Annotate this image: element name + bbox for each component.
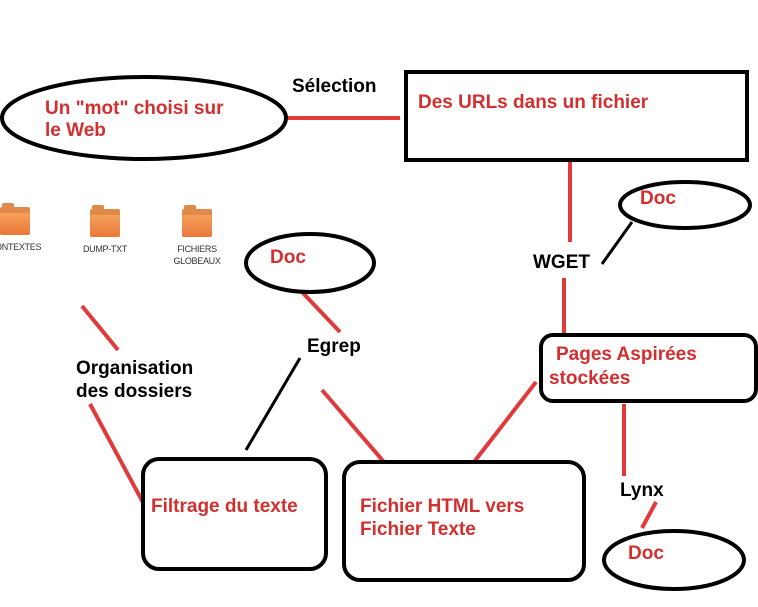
folder-label: CONTEXTES [0,242,42,252]
edge-label-egrep: Egrep [307,336,361,357]
node-pages-label-line2: stockées [549,368,631,389]
folder-icon [90,205,120,237]
edge-label-wget: WGET [533,252,590,273]
node-doc-bottom-label: Doc [628,543,664,564]
connector-doc-egrep [300,290,342,334]
node-urls-label: Des URLs dans un fichier [418,92,649,113]
edge-label-selection: Sélection [292,76,377,97]
edge-label-organisation-line2: des dossiers [76,381,193,402]
connector-pages-html [472,380,538,464]
folder-dump-txt: DUMP-TXT [60,205,150,255]
connector-egrep-html [320,388,386,464]
folder-icon [182,205,212,237]
node-doc-bottom-ellipse [602,529,746,591]
connector-organisation-filtrage [88,403,148,509]
folder-icon [0,203,30,235]
connector-wget-doc [600,221,634,265]
folder-label-line2: GLOBEAUX [173,256,221,266]
node-pages-label-line1: Pages Aspirées [556,344,697,365]
edge-label-lynx: Lynx [620,480,664,501]
folder-label-line1: FICHIERS [177,244,217,254]
node-doc-middle-ellipse [244,232,376,294]
node-pages-box [539,333,758,403]
node-mot-ellipse [0,75,288,161]
node-doc-top-right-label: Doc [640,188,676,209]
node-html-label-line1: Fichier HTML vers [360,496,525,517]
folder-fichiers-globeaux: FICHIERS GLOBEAUX [152,205,242,267]
connector-folders-organisation [80,304,120,352]
folder-label: DUMP-TXT [82,244,128,254]
folder-contextes: CONTEXTES [0,203,60,253]
connector-lynx-doc [640,501,658,529]
node-urls-box [404,70,749,162]
node-html-box [342,460,586,582]
node-mot-label-line2: le Web [45,120,106,141]
edge-label-organisation-line1: Organisation [76,358,194,379]
node-filtrage-box [141,457,328,571]
node-doc-middle-label: Doc [270,247,306,268]
connector-egrep-filtrage [244,357,302,451]
node-html-label-line2: Fichier Texte [360,519,476,540]
node-mot-label-line1: Un "mot" choisi sur [45,98,224,119]
node-filtrage-label: Filtrage du texte [151,496,298,517]
node-doc-top-right-ellipse [618,180,752,230]
